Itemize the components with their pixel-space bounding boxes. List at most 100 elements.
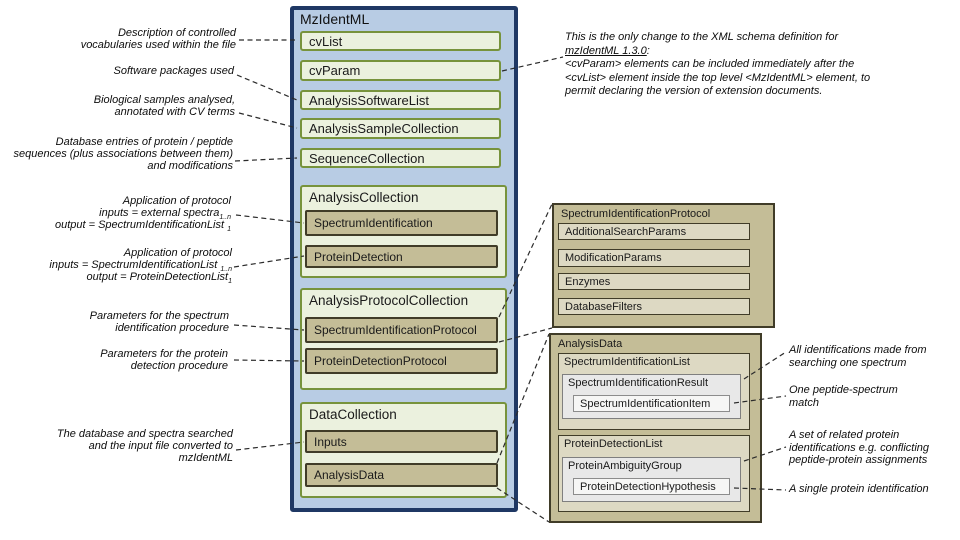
annotation-line: Description of controlled bbox=[117, 27, 236, 39]
analysisprotocolcollection-box: AnalysisProtocolCollection SpectrumIdent… bbox=[300, 288, 507, 390]
annotation-sii: One peptide-spectrum match bbox=[789, 384, 959, 409]
annotation-line: mzIdentML 1.3.0: bbox=[565, 44, 650, 57]
annotation-protein-protocol: Parameters for the protein detection pro… bbox=[16, 348, 228, 372]
annotation-line: vocabularies used within the file bbox=[80, 39, 236, 51]
annotation-cvlist: Description of controlled vocabularies u… bbox=[16, 27, 236, 51]
annotation-line: A single protein identification bbox=[789, 483, 929, 495]
mzidentml-title: MzIdentML bbox=[300, 11, 370, 27]
proteinambiguitygroup-box: ProteinAmbiguityGroup ProteinDetectionHy… bbox=[562, 457, 741, 502]
row-label: Inputs bbox=[314, 434, 347, 449]
annotation-inputs: The database and spectra searched and th… bbox=[10, 428, 233, 464]
annotation-line: Parameters for the protein bbox=[100, 348, 228, 360]
row-label: ProteinDetectionProtocol bbox=[314, 354, 447, 368]
row-label: cvList bbox=[309, 33, 343, 49]
annotation-line: searching one spectrum bbox=[789, 356, 907, 369]
connector-samples bbox=[238, 112, 298, 129]
connector-sequence bbox=[234, 157, 298, 162]
annotation-sir: All identifications made from searching … bbox=[789, 344, 959, 369]
annotation-line: Parameters for the spectrum bbox=[89, 310, 229, 322]
annotation-line: output = SpectrumIdentificationList 1 bbox=[54, 219, 231, 234]
row-analysisdata: AnalysisData bbox=[305, 463, 498, 487]
annotation-line: <cvParam> elements can be included immed… bbox=[565, 58, 855, 70]
row-label: ModificationParams bbox=[565, 252, 662, 264]
datacollection-title: DataCollection bbox=[309, 407, 397, 422]
box-title: SpectrumIdentificationItem bbox=[580, 397, 711, 410]
spectrumidentificationlist-box: SpectrumIdentificationList SpectrumIdent… bbox=[558, 353, 750, 430]
annotation-line: All identifications made from bbox=[789, 344, 927, 356]
annotation-line: Application of protocol bbox=[123, 247, 232, 259]
row-label: SequenceCollection bbox=[309, 150, 425, 166]
annotation-line: Biological samples analysed, bbox=[93, 94, 235, 106]
row-proteindetectionprotocol: ProteinDetectionProtocol bbox=[305, 348, 498, 374]
row-label: AdditionalSearchParams bbox=[565, 225, 687, 238]
annotation-line: sequences (plus associations between the… bbox=[13, 148, 233, 160]
row-label: SpectrumIdentificationProtocol bbox=[314, 323, 477, 337]
proteindetectionhypothesis-box: ProteinDetectionHypothesis bbox=[573, 478, 730, 495]
row-sequencecollection: SequenceCollection bbox=[300, 148, 501, 168]
box-title: ProteinDetectionList bbox=[564, 438, 663, 450]
annotation-line: inputs = external spectra1..n bbox=[99, 207, 231, 222]
row-spectrumidentificationprotocol: SpectrumIdentificationProtocol bbox=[305, 317, 498, 343]
analysisdata-detail-box: AnalysisData SpectrumIdentificationList … bbox=[549, 333, 762, 523]
row-cvparam: cvParam bbox=[300, 60, 501, 81]
row-analysissamplecollection: AnalysisSampleCollection bbox=[300, 118, 501, 139]
box-title: SpectrumIdentificationResult bbox=[568, 377, 709, 389]
annotation-line: identification procedure bbox=[115, 322, 229, 334]
row-label: cvParam bbox=[309, 63, 361, 78]
annotation-line: peptide-protein assignments bbox=[789, 454, 928, 466]
datacollection-box: DataCollection Inputs AnalysisData bbox=[300, 402, 507, 498]
row-label: DatabaseFilters bbox=[565, 300, 643, 313]
analysiscollection-box: AnalysisCollection SpectrumIdentificatio… bbox=[300, 185, 507, 278]
annotation-line: identifications e.g. conflicting bbox=[789, 441, 930, 454]
box-title: ProteinAmbiguityGroup bbox=[568, 460, 682, 472]
annotation-line: match bbox=[789, 396, 819, 409]
annotation-cvparam-change: This is the only change to the XML schem… bbox=[565, 31, 935, 99]
annotation-line: permit declaring the version of extensio… bbox=[565, 85, 823, 97]
annotation-spectrum-protocol: Parameters for the spectrum identificati… bbox=[16, 310, 229, 334]
annotation-line: inputs = SpectrumIdentificationList 1..n bbox=[49, 259, 232, 274]
detail-box-title: SpectrumIdentificationProtocol bbox=[561, 208, 711, 220]
annotation-line: and the input file converted to bbox=[88, 440, 233, 452]
annotation-line: annotated with CV terms bbox=[114, 106, 235, 118]
annotation-line: Database entries of protein / peptide bbox=[55, 136, 233, 148]
row-label: SpectrumIdentification bbox=[314, 216, 433, 230]
row-label: AnalysisData bbox=[314, 468, 385, 482]
annotation-line: output = ProteinDetectionList1 bbox=[86, 271, 232, 286]
proteindetectionlist-box: ProteinDetectionList ProteinAmbiguityGro… bbox=[558, 435, 750, 512]
box-title: ProteinDetectionHypothesis bbox=[580, 480, 716, 493]
row-label: AnalysisSampleCollection bbox=[309, 121, 459, 136]
row-modificationparams: ModificationParams bbox=[558, 249, 750, 267]
analysisprotocolcollection-title: AnalysisProtocolCollection bbox=[309, 293, 469, 308]
spectrumidentificationresult-box: SpectrumIdentificationResult SpectrumIde… bbox=[562, 374, 741, 419]
annotation-line: and modifications bbox=[147, 160, 233, 172]
annotation-line: The database and spectra searched bbox=[56, 428, 233, 440]
spectrumidentificationprotocol-detail-box: SpectrumIdentificationProtocol Additiona… bbox=[552, 203, 775, 328]
analysiscollection-title: AnalysisCollection bbox=[309, 190, 419, 205]
annotation-line: A set of related protein bbox=[789, 429, 900, 441]
annotation-protein-detection: Application of protocol inputs = Spectru… bbox=[10, 247, 232, 286]
row-enzymes: Enzymes bbox=[558, 273, 750, 290]
annotation-line: mzIdentML bbox=[178, 452, 233, 464]
row-label: Enzymes bbox=[565, 275, 611, 288]
annotation-line: <cvList> element inside the top level <M… bbox=[565, 71, 871, 84]
annotation-line: Application of protocol bbox=[122, 195, 231, 207]
box-title: SpectrumIdentificationList bbox=[564, 356, 690, 368]
annotation-samples: Biological samples analysed, annotated w… bbox=[16, 94, 235, 118]
row-spectrumidentification: SpectrumIdentification bbox=[305, 210, 498, 236]
annotation-line: Software packages used bbox=[113, 65, 234, 77]
connector-software bbox=[236, 74, 298, 101]
annotation-line: detection procedure bbox=[130, 360, 228, 372]
annotation-spectrum-identification: Application of protocol inputs = externa… bbox=[10, 195, 231, 234]
annotation-sequence: Database entries of protein / peptide se… bbox=[10, 136, 233, 172]
row-databasefilters: DatabaseFilters bbox=[558, 298, 750, 315]
row-analysissoftwarelist: AnalysisSoftwareList bbox=[300, 90, 501, 110]
row-label: AnalysisSoftwareList bbox=[309, 92, 429, 108]
annotation-software: Software packages used bbox=[16, 65, 234, 77]
row-proteindetection: ProteinDetection bbox=[305, 245, 498, 268]
annotation-pag: A set of related protein identifications… bbox=[789, 429, 960, 467]
annotation-line: This is the only change to the XML schem… bbox=[565, 31, 839, 43]
row-inputs: Inputs bbox=[305, 430, 498, 453]
spectrumidentificationitem-box: SpectrumIdentificationItem bbox=[573, 395, 730, 412]
annotation-line: One peptide-spectrum bbox=[789, 384, 898, 396]
